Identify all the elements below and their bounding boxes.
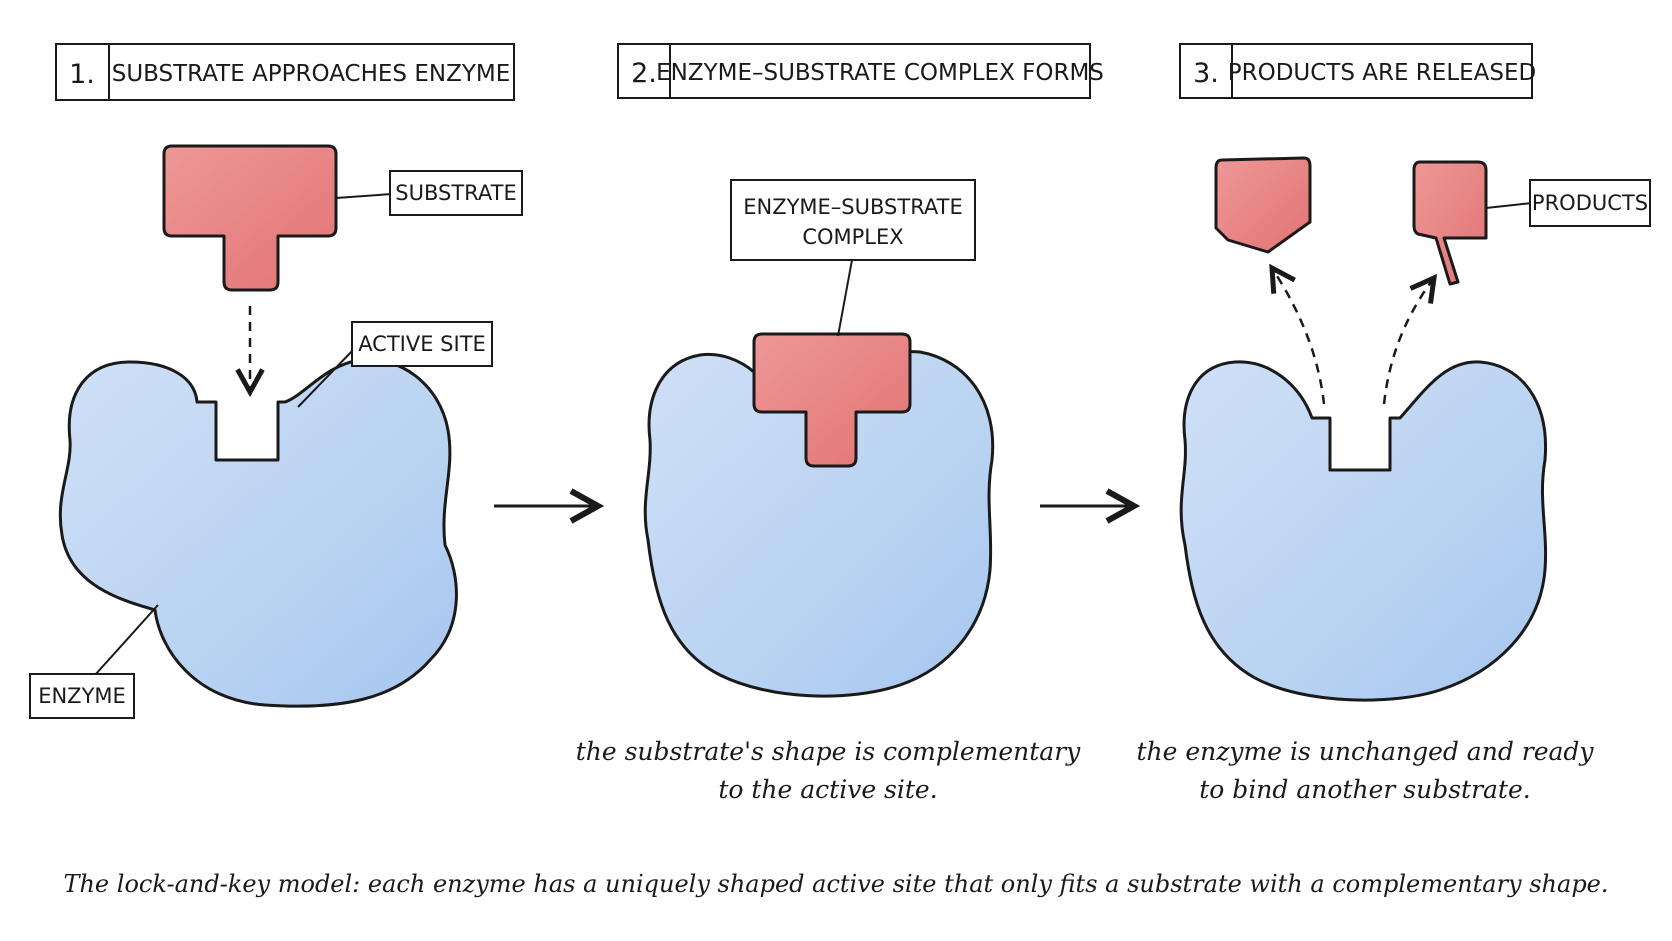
release-arrow-2 xyxy=(1382,278,1434,405)
panel-1: SUBSTRATE ACTIVE SITE ENZYME xyxy=(29,144,523,719)
step-3-number: 3. xyxy=(1193,58,1219,89)
step-1-title: SUBSTRATE APPROACHES ENZYME xyxy=(112,61,511,87)
panel-2: ENZYME–SUBSTRATE COMPLEX the substrate's… xyxy=(576,179,1081,804)
step-2-number: 2. xyxy=(631,58,657,89)
complex-label-line-1: ENZYME–SUBSTRATE xyxy=(743,195,963,219)
step-3-note-line-2: to bind another substrate. xyxy=(1199,775,1530,804)
step-2-note-line-1: the substrate's shape is complementary xyxy=(576,737,1081,766)
step-3-title: PRODUCTS ARE RELEASED xyxy=(1228,60,1537,86)
release-arrow-1 xyxy=(1272,268,1326,405)
enzyme-shape-2 xyxy=(643,350,995,698)
complex-label-line-2: COMPLEX xyxy=(802,225,903,249)
enzyme-shape-1 xyxy=(58,357,458,708)
step-3-header: 3. PRODUCTS ARE RELEASED xyxy=(1179,43,1537,99)
step-1-header: 1. SUBSTRATE APPROACHES ENZYME xyxy=(55,43,515,101)
step-3-note-line-1: the enzyme is unchanged and ready xyxy=(1136,737,1594,766)
step-2-title: ENZYME–SUBSTRATE COMPLEX FORMS xyxy=(656,60,1104,86)
substrate-shape xyxy=(162,144,338,292)
step-2-note-line-2: to the active site. xyxy=(718,775,937,804)
step-1-number: 1. xyxy=(69,59,95,90)
enzyme-shape-3 xyxy=(1179,360,1548,702)
enzyme-label: ENZYME xyxy=(38,684,126,708)
active-site-label: ACTIVE SITE xyxy=(358,332,486,356)
complex-substrate-shape xyxy=(752,332,912,468)
product-1-shape xyxy=(1214,156,1312,254)
panel-3: PRODUCTS the enzyme is unchanged and rea… xyxy=(1136,156,1651,804)
diagram-caption: The lock-and-key model: each enzyme has … xyxy=(63,870,1608,898)
products-label: PRODUCTS xyxy=(1532,191,1648,215)
step-2-header: 2. ENZYME–SUBSTRATE COMPLEX FORMS xyxy=(617,43,1104,99)
substrate-label: SUBSTRATE xyxy=(395,181,516,205)
product-2-shape xyxy=(1412,160,1488,286)
